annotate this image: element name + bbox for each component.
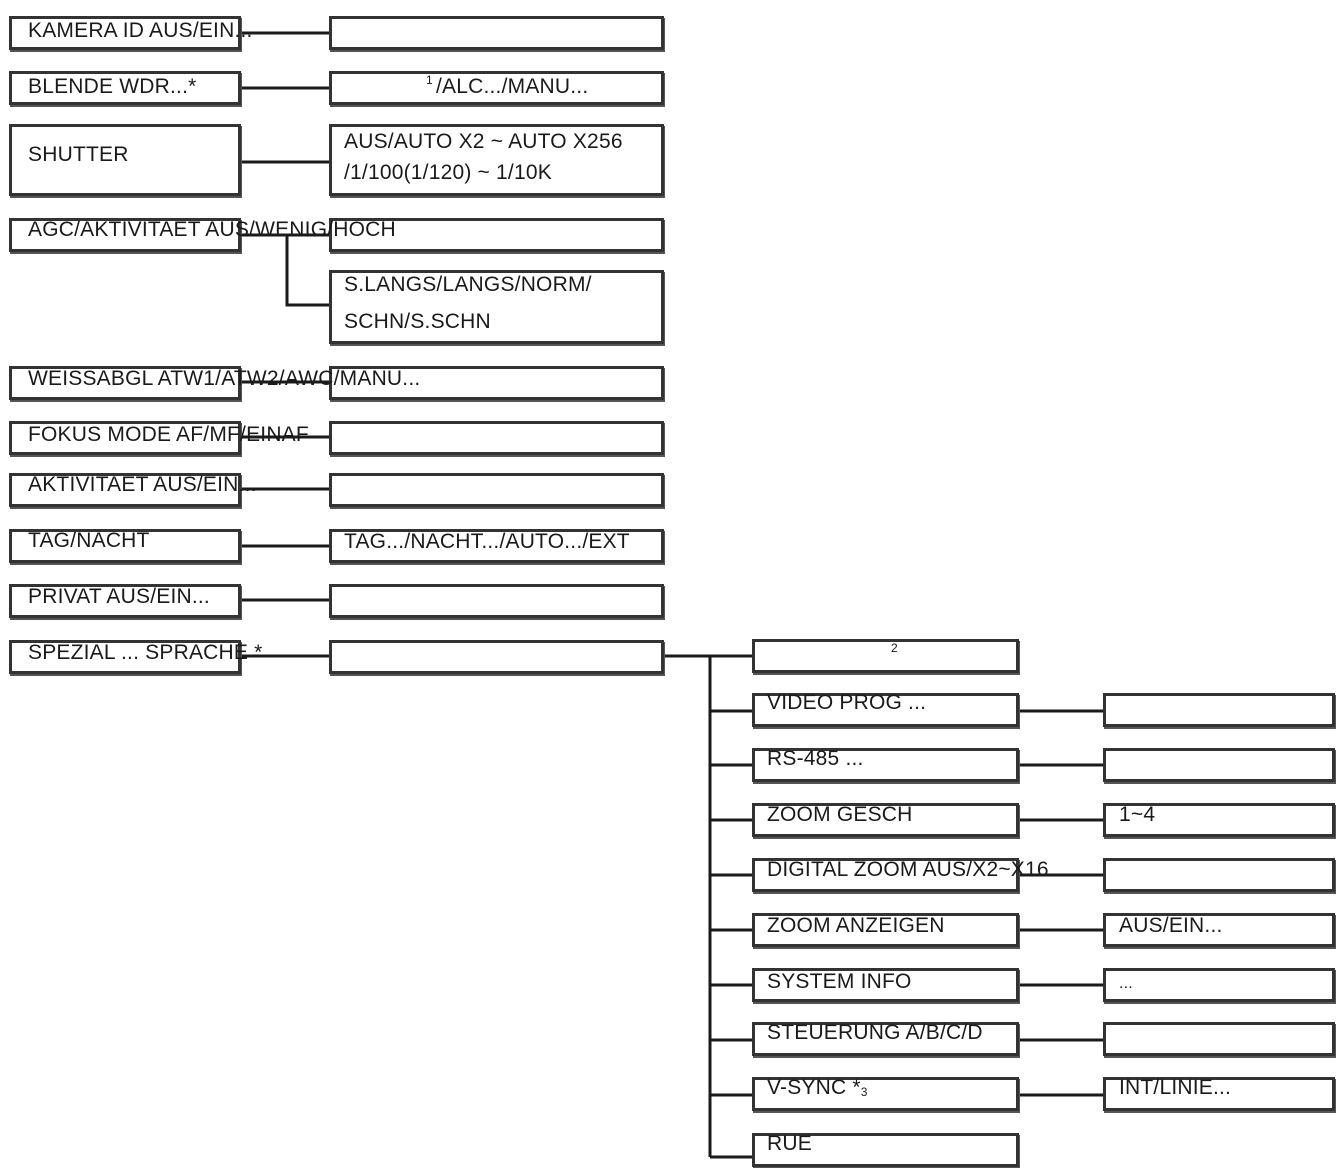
special-label-rue: RUE: [767, 1132, 812, 1155]
footnote-marker-1: 1: [426, 73, 433, 87]
menu-box-privat: [9, 584, 241, 618]
menu-label-weissabgl: WEISSABGL ATW1/ATW2/AWC/MANU...: [28, 367, 421, 390]
option-label-tag-nacht: TAG.../NACHT.../AUTO.../EXT: [344, 530, 630, 553]
special-option-video-prog: [1103, 693, 1335, 727]
special-label-steuerung: STEUERUNG A/B/C/D: [767, 1021, 983, 1044]
option-box-shutter: [329, 124, 664, 196]
menu-label-kamera-id: KAMERA ID AUS/EIN...: [28, 19, 253, 42]
menu-box-fokus: [9, 421, 241, 455]
special-option-label-zoom-anzeigen: AUS/EIN...: [1119, 914, 1223, 937]
option-label-blende: /ALC.../MANU...: [436, 75, 589, 98]
option-box-privat: [329, 584, 664, 618]
special-box-language: [752, 639, 1019, 673]
menu-label-aktivitaet: AKTIVITAET AUS/EIN...: [28, 473, 257, 496]
special-label-video-prog: VIDEO PROG ...: [767, 691, 927, 714]
option-box-blende: [329, 71, 664, 105]
menu-box-aktivitaet: [9, 473, 241, 507]
special-label-zoom-anzeigen: ZOOM ANZEIGEN: [767, 914, 945, 937]
menu-box-blende: [9, 71, 241, 105]
menu-box-tag-nacht: [9, 529, 241, 563]
menu-label-agc: AGC/AKTIVITAET AUS/WENIG/HOCH: [28, 218, 396, 241]
special-option-label-vsync: INT/LINIE...: [1119, 1076, 1232, 1099]
special-option-vsync: [1103, 1077, 1335, 1111]
option-box-kamera-id: [329, 16, 664, 50]
special-option-label-zoom-gesch: 1~4: [1119, 803, 1156, 826]
special-option-label-system-info: ...: [1119, 975, 1133, 992]
option-box-agc-speed: [329, 270, 664, 344]
special-label-digital-zoom: DIGITAL ZOOM AUS/X2~X16: [767, 858, 1049, 881]
special-label-vsync: V-SYNC *3: [767, 1076, 868, 1099]
special-box-zoom-gesch: [752, 803, 1019, 837]
menu-box-spezial: [9, 640, 241, 674]
menu-label-privat: PRIVAT AUS/EIN...: [28, 585, 210, 608]
menu-box-kamera-id: [9, 16, 241, 50]
special-box-vsync: [752, 1077, 1019, 1111]
special-option-steuerung: [1103, 1022, 1335, 1056]
option-label-shutter-line2: /1/100(1/120) ~ 1/10K: [344, 161, 552, 184]
special-box-system-info: [752, 968, 1019, 1002]
special-option-rs485: [1103, 748, 1335, 782]
special-box-rs485: [752, 748, 1019, 782]
option-box-tag-nacht: [329, 529, 664, 563]
special-label-zoom-gesch: ZOOM GESCH: [767, 803, 913, 826]
menu-label-blende: BLENDE WDR...*: [28, 75, 197, 98]
menu-label-fokus: FOKUS MODE AF/MF/EINAF: [28, 423, 309, 446]
menu-label-shutter: SHUTTER: [28, 143, 129, 166]
footnote-marker-2: 2: [891, 641, 898, 655]
special-label-rs485: RS-485 ...: [767, 747, 864, 770]
option-box-weissabgl: [329, 366, 664, 400]
special-box-digital-zoom: [752, 858, 1019, 892]
special-option-system-info: [1103, 968, 1335, 1002]
special-box-video-prog: [752, 693, 1019, 727]
special-label-system-info: SYSTEM INFO: [767, 970, 912, 993]
special-box-rue: [752, 1133, 1019, 1167]
option-box-spezial: [329, 640, 664, 674]
option-label-shutter-line1: AUS/AUTO X2 ~ AUTO X256: [344, 130, 623, 153]
special-option-digital-zoom: [1103, 858, 1335, 892]
menu-box-weissabgl: [9, 366, 241, 400]
menu-box-shutter: [9, 124, 241, 196]
footnote-marker-3: 3: [860, 1085, 868, 1099]
menu-label-tag-nacht: TAG/NACHT: [28, 529, 150, 552]
menu-label-spezial: SPEZIAL ... SPRACHE *: [28, 641, 263, 664]
special-box-zoom-anzeigen: [752, 913, 1019, 947]
special-option-zoom-gesch: [1103, 803, 1335, 837]
special-option-zoom-anzeigen: [1103, 913, 1335, 947]
option-box-agc: [329, 218, 664, 252]
menu-box-agc: [9, 218, 241, 252]
option-label-agc-speed-line1: S.LANGS/LANGS/NORM/: [344, 273, 592, 296]
option-box-fokus: [329, 421, 664, 455]
option-box-aktivitaet: [329, 473, 664, 507]
special-box-steuerung: [752, 1022, 1019, 1056]
option-label-agc-speed-line2: SCHN/S.SCHN: [344, 310, 491, 333]
